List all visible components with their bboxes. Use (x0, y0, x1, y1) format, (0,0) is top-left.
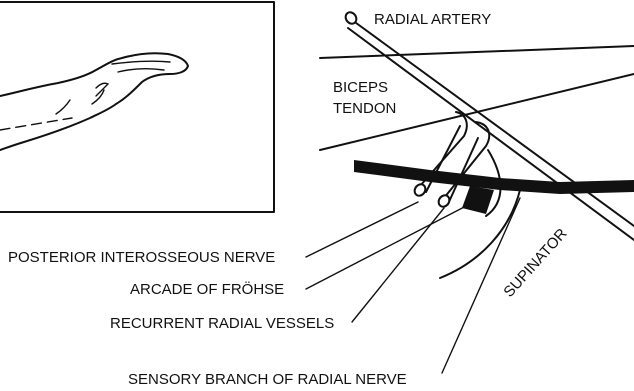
inset-frame (0, 2, 274, 212)
nerve-band (354, 160, 634, 194)
label-tendon: TENDON (333, 100, 396, 117)
radial-nerve-band (354, 160, 634, 214)
label-radial-artery: RADIAL ARTERY (374, 11, 491, 28)
tendon-upper-line (320, 46, 634, 58)
label-sensory-branch: SENSORY BRANCH OF RADIAL NERVE (128, 371, 407, 388)
finger-line (112, 61, 170, 64)
biceps-tendon (320, 46, 634, 150)
incision-dashed-line (0, 118, 72, 130)
vessel-1-cut-end (412, 182, 427, 198)
palm-crease (92, 90, 104, 104)
nerve-branch-descending (462, 186, 494, 214)
forearm-inset (0, 2, 274, 212)
label-biceps: BICEPS (333, 79, 388, 96)
hand-sketch (0, 53, 188, 150)
wrist-line (56, 100, 70, 114)
artery-main-lower (348, 28, 634, 240)
vessel-2-cut-end (436, 193, 451, 209)
finger-line (118, 69, 164, 72)
leader-recurrent-radial-vessels (352, 208, 444, 322)
label-arcade-of-frohse: ARCADE OF FRÖHSE (130, 280, 284, 298)
label-posterior-interosseous-nerve: POSTERIOR INTEROSSEOUS NERVE (8, 249, 275, 266)
label-supinator: SUPINATOR (500, 225, 570, 301)
label-recurrent-radial-vessels: RECURRENT RADIAL VESSELS (110, 315, 334, 332)
leader-posterior-interosseous-nerve (306, 202, 418, 257)
leader-lines (306, 198, 520, 373)
